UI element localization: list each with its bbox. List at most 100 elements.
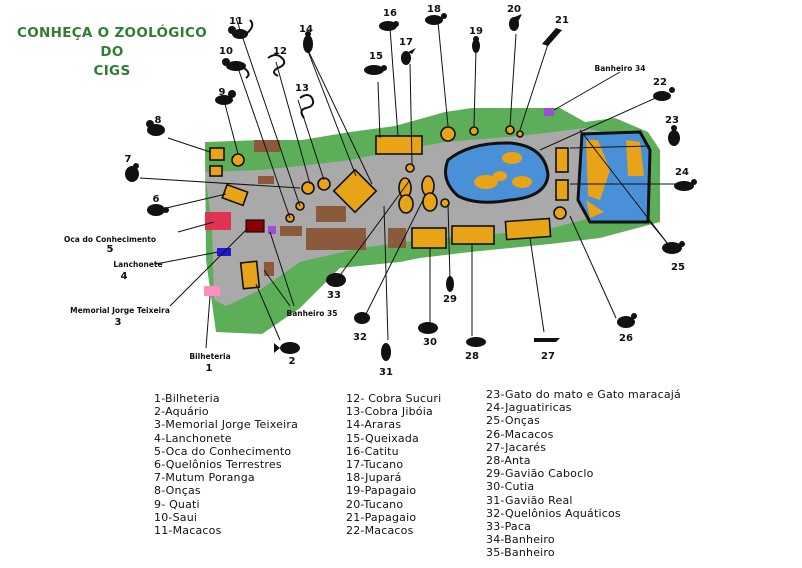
animal-icons (125, 13, 697, 361)
oca-building (205, 212, 231, 230)
legend-item: 24-Jaguatiricas (486, 401, 572, 415)
snake-icon (267, 54, 286, 77)
peccary-icon (379, 21, 399, 31)
legend-item: 15-Queixada (346, 431, 419, 445)
map-number-13: 13 (295, 83, 309, 94)
legend-item: 30-Cutia (486, 480, 535, 494)
rodent-icon (326, 273, 346, 287)
legend-item: 16-Catitu (346, 444, 399, 458)
legend-item: 9- Quati (154, 497, 200, 511)
legend-item: 2-Aquário (154, 405, 209, 419)
label-oca: Oca do Conhecimento (64, 235, 156, 244)
monkey-icon (425, 13, 447, 25)
cat-icon (215, 90, 236, 105)
map-number-32: 32 (353, 332, 367, 343)
bilheteria-building (204, 286, 220, 296)
map-number-1: 1 (206, 363, 213, 374)
eagle-icon (381, 343, 391, 361)
legend-item: 8-Onças (154, 484, 201, 498)
map-number-12: 12 (273, 46, 287, 57)
map-number-14: 14 (299, 24, 313, 35)
title-line-3: CIGS (93, 63, 131, 79)
legend-item: 5-Oca do Conhecimento (154, 444, 292, 458)
legend-item: 1-Bilheteria (154, 392, 220, 405)
legend-item: 17-Tucano (346, 458, 404, 472)
turtle-icon (354, 312, 370, 324)
alligator-icon (534, 338, 560, 342)
legend-item: 18-Jupará (346, 471, 402, 485)
legend-item: 22-Macacos (346, 524, 414, 538)
fish-icon (274, 342, 300, 354)
cat-icon (668, 125, 680, 146)
title-line-1: CONHEÇA O ZOOLÓGICO (17, 25, 207, 41)
map-number-25: 25 (671, 262, 685, 273)
map-number-17: 17 (399, 37, 413, 48)
map-number-33: 33 (327, 290, 341, 301)
map-number-8: 8 (155, 115, 162, 126)
bird-icon (303, 31, 313, 53)
label-lanchonete: Lanchonete (113, 260, 162, 269)
bird-icon (542, 28, 562, 46)
legend-item: 10-Saui (154, 510, 198, 524)
map-number-29: 29 (443, 294, 457, 305)
jaguar-icon (146, 120, 165, 136)
eagle-icon (446, 276, 454, 292)
monkey-icon (222, 58, 250, 79)
zoo-map: 1 2 3 4 5 6 7 8 9 10 11 12 13 14 15 16 1… (64, 4, 697, 378)
map-number-10: 10 (219, 46, 233, 57)
lake-islands (474, 140, 644, 218)
buildings (254, 140, 406, 276)
bird-icon (125, 163, 139, 182)
legend-column-1: 1-Bilheteria 2-Aquário 3-Memorial Jorge … (154, 392, 298, 537)
legend-item: 3-Memorial Jorge Teixeira (154, 418, 299, 432)
tapir-icon (466, 337, 486, 347)
map-number-28: 28 (465, 351, 479, 362)
legend-item: 29-Gavião Caboclo (486, 467, 594, 481)
legend-item: 21-Papagaio (346, 510, 417, 524)
banheiro-35-marker (268, 226, 276, 234)
map-number-27: 27 (541, 351, 555, 362)
legend-item: 12- Cobra Sucuri (346, 392, 442, 405)
map-number-11: 11 (229, 16, 243, 27)
leader-lines (139, 17, 682, 349)
map-number-16: 16 (383, 8, 397, 19)
map-number-26: 26 (619, 333, 633, 344)
legend-item: 33-Paca (486, 520, 532, 534)
legend-item: 35-Banheiro (486, 546, 555, 560)
legend-item: 31-Gavião Real (486, 493, 573, 507)
jaguar-icon (674, 179, 697, 191)
legend-item: 19-Papagaio (346, 484, 417, 498)
map-number-20: 20 (507, 4, 521, 15)
map-number-19: 19 (469, 26, 483, 37)
turtle-icon (147, 204, 169, 216)
legend-item: 7-Mutum Poranga (154, 471, 255, 485)
monkey-icon (228, 19, 254, 39)
legend-item: 23-Gato do mato e Gato maracajá (486, 388, 681, 401)
map-number-6: 6 (153, 194, 160, 205)
map-number-24: 24 (675, 167, 689, 178)
legend-column-2: 12- Cobra Sucuri 13-Cobra Jibóia 14-Arar… (346, 392, 441, 537)
memorial-building (245, 219, 265, 233)
banheiro-34-marker (544, 108, 554, 116)
map-number-3: 3 (115, 317, 122, 328)
legend-item: 26-Macacos (486, 427, 554, 441)
map-number-30: 30 (423, 337, 437, 348)
map-number-22: 22 (653, 77, 667, 88)
legend-item: 20-Tucano (346, 497, 404, 511)
map-number-18: 18 (427, 4, 441, 15)
jaguar-icon (662, 241, 685, 254)
map-number-2: 2 (289, 356, 296, 367)
legend-item: 13-Cobra Jibóia (346, 405, 433, 419)
legend-item: 28-Anta (486, 454, 531, 468)
monkey-icon (653, 87, 675, 101)
map-number-23: 23 (665, 115, 679, 126)
map-labels: Bilheteria Memorial Jorge Teixeira Lanch… (64, 64, 646, 361)
legend-item: 32-Quelônios Aquáticos (486, 506, 621, 520)
map-number-21: 21 (555, 15, 569, 26)
bird-icon (509, 14, 522, 31)
label-banheiro-35: Banheiro 35 (286, 309, 337, 318)
title-line-2: DO (100, 44, 124, 60)
legend-item: 34-Banheiro (486, 533, 555, 547)
enclosures (209, 125, 569, 290)
rodent-icon (418, 322, 438, 334)
